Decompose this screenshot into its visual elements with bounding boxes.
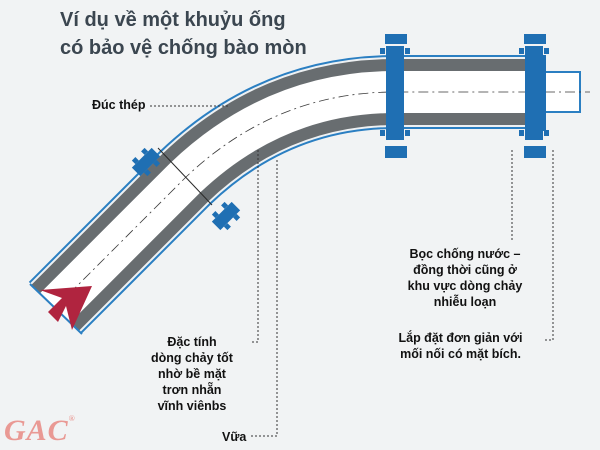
label-line: Bọc chống nước – [409, 247, 521, 261]
diagram-title: Ví dụ về một khuỷu ống có bảo vệ chống b… [60, 6, 307, 62]
title-line-2: có bảo vệ chống bào mòn [60, 37, 307, 59]
label-line: khu vực dòng chảy [407, 279, 523, 293]
label-line: trơn nhẵn [162, 383, 222, 397]
label-waterproof-coating: Bọc chống nước – đồng thời cũng ở khu vự… [380, 246, 550, 310]
title-line-1: Ví dụ về một khuỷu ống [60, 9, 286, 31]
label-mortar: Vữa [222, 430, 247, 444]
pipe-right-end [540, 55, 590, 131]
logo-text: GAC [4, 414, 69, 447]
pipe-centerline [54, 91, 545, 309]
pipe-elbow [28, 55, 545, 335]
leader-lines [150, 105, 554, 437]
label-line: dòng chảy tốt [151, 351, 233, 365]
label-flow-characteristic: Đặc tính dòng chảy tốt nhờ bề mặt trơn n… [128, 334, 256, 414]
flange-right-1 [380, 34, 410, 158]
leader-flow [250, 150, 259, 343]
label-line: mối nối có mặt bích. [400, 347, 521, 361]
label-line: đồng thời cũng ở [413, 263, 517, 277]
label-line: vĩnh viênbs [157, 399, 227, 413]
flange-bolt-icon [211, 201, 241, 231]
flow-direction-arrow [40, 286, 92, 330]
label-line: Đặc tính [167, 335, 217, 349]
label-line: nhiễu loạn [433, 295, 497, 309]
leader-mortar [250, 160, 278, 437]
gac-logo: GAC® [4, 414, 76, 448]
label-line: nhờ bề mặt [158, 367, 226, 381]
logo-mark: ® [68, 414, 76, 423]
flange-right-2 [519, 34, 549, 158]
label-line: Lắp đặt đơn giản với [398, 331, 523, 345]
label-steel-casting: Đúc thép [92, 98, 146, 112]
leader-install [545, 150, 554, 341]
label-flange-install: Lắp đặt đơn giản với mối nối có mặt bích… [378, 330, 543, 362]
